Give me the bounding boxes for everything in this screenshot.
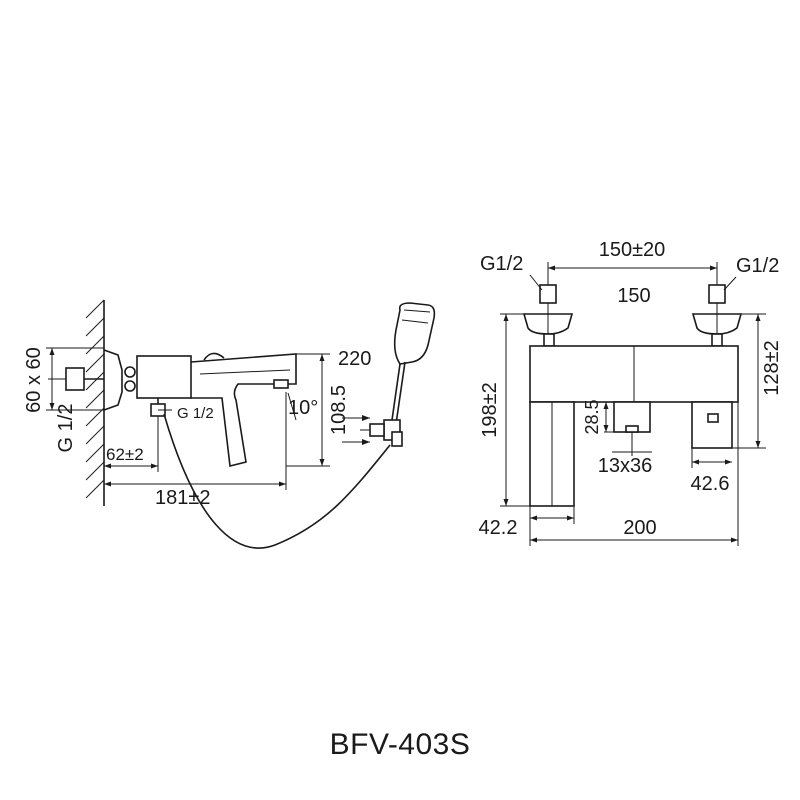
- wall-hatch: [85, 299, 105, 506]
- shower-hose: [163, 413, 391, 549]
- nut-bottom: [124, 380, 136, 392]
- label-outlet-thread: G 1/2: [177, 405, 214, 422]
- label-right-inlet: G1/2: [736, 255, 779, 277]
- label-wall-offset: 62±2: [106, 445, 144, 464]
- label-total-depth: 181±2: [155, 487, 210, 509]
- label-left-offset: 42.2: [479, 517, 518, 539]
- spout-side: [190, 353, 297, 467]
- label-wall-plate: 60 x 60: [23, 347, 45, 413]
- eccentric-connector: [65, 367, 85, 391]
- label-handle-size: 42.6: [691, 473, 730, 495]
- side-view: 60 x 60 G 1/2 G 1/2 10° 220 108.5 62±2 1…: [23, 299, 436, 549]
- mixer-body-side: [136, 355, 192, 399]
- label-left-inlet: G1/2: [480, 253, 523, 275]
- right-inlet: [691, 284, 743, 347]
- handle-knob: [203, 352, 225, 361]
- label-spout-size: 13x36: [598, 455, 653, 477]
- wall-plate: [103, 349, 123, 411]
- label-body-inlet-span: 150: [617, 285, 650, 307]
- label-spout-offset: 28.5: [582, 399, 602, 434]
- label-center-distance: 150±20: [599, 239, 666, 261]
- label-total-height: 198±2: [479, 382, 501, 437]
- left-inlet: [522, 284, 574, 347]
- label-total-width: 200: [623, 517, 656, 539]
- front-view: 150±20 G1/2 G1/2 150 128±2 198±2 28.5 13…: [479, 239, 783, 546]
- handle-front: [691, 401, 733, 449]
- hand-shower: [342, 302, 436, 447]
- label-spout-height: 108.5: [328, 385, 350, 435]
- label-shower-height: 220: [338, 348, 371, 370]
- label-inlet-height: 128±2: [761, 340, 783, 395]
- aerator: [273, 379, 289, 389]
- nut-top: [124, 366, 136, 378]
- model-number: BFV-403S: [329, 728, 471, 761]
- label-wall-thread: G 1/2: [55, 404, 77, 453]
- label-handle-angle: 10°: [288, 397, 318, 419]
